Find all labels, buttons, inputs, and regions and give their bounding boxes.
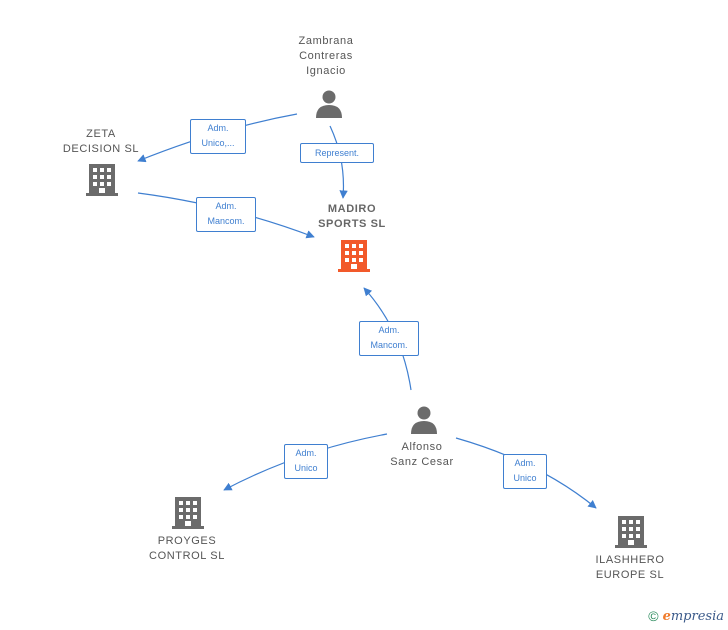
edge-label-alfonso-ilashhero[interactable]: Adm. Unico: [503, 454, 547, 489]
person-icon[interactable]: [409, 404, 439, 434]
edge-label-zambrana-madiro[interactable]: Represent.: [300, 143, 374, 163]
edge-label-zeta-madiro[interactable]: Adm. Mancom.: [196, 197, 256, 232]
building-icon[interactable]: [172, 495, 204, 529]
node-label-zeta[interactable]: ZETA DECISION SL: [62, 128, 140, 155]
person-icon[interactable]: [314, 88, 344, 118]
edge-label-zambrana-zeta[interactable]: Adm. Unico,...: [190, 119, 246, 154]
brand-logo: empresia: [662, 608, 724, 624]
node-label-zambrana[interactable]: Zambrana Contreras Ignacio: [298, 35, 354, 77]
node-label-proyges[interactable]: PROYGES CONTROL SL: [149, 535, 225, 562]
copyright-icon: ©: [648, 608, 659, 624]
edge-label-alfonso-proyges[interactable]: Adm. Unico: [284, 444, 328, 479]
node-label-alfonso[interactable]: Alfonso Sanz Cesar: [390, 441, 454, 468]
empresia-watermark: © empresia: [648, 608, 724, 624]
node-label-ilashhero[interactable]: ILASHHERO EUROPE SL: [595, 554, 665, 581]
edge-label-alfonso-madiro[interactable]: Adm. Mancom.: [359, 321, 419, 356]
building-icon[interactable]: [86, 162, 118, 196]
building-icon[interactable]: [338, 238, 370, 272]
building-icon[interactable]: [615, 514, 647, 548]
node-label-madiro[interactable]: MADIRO SPORTS SL: [318, 203, 386, 230]
